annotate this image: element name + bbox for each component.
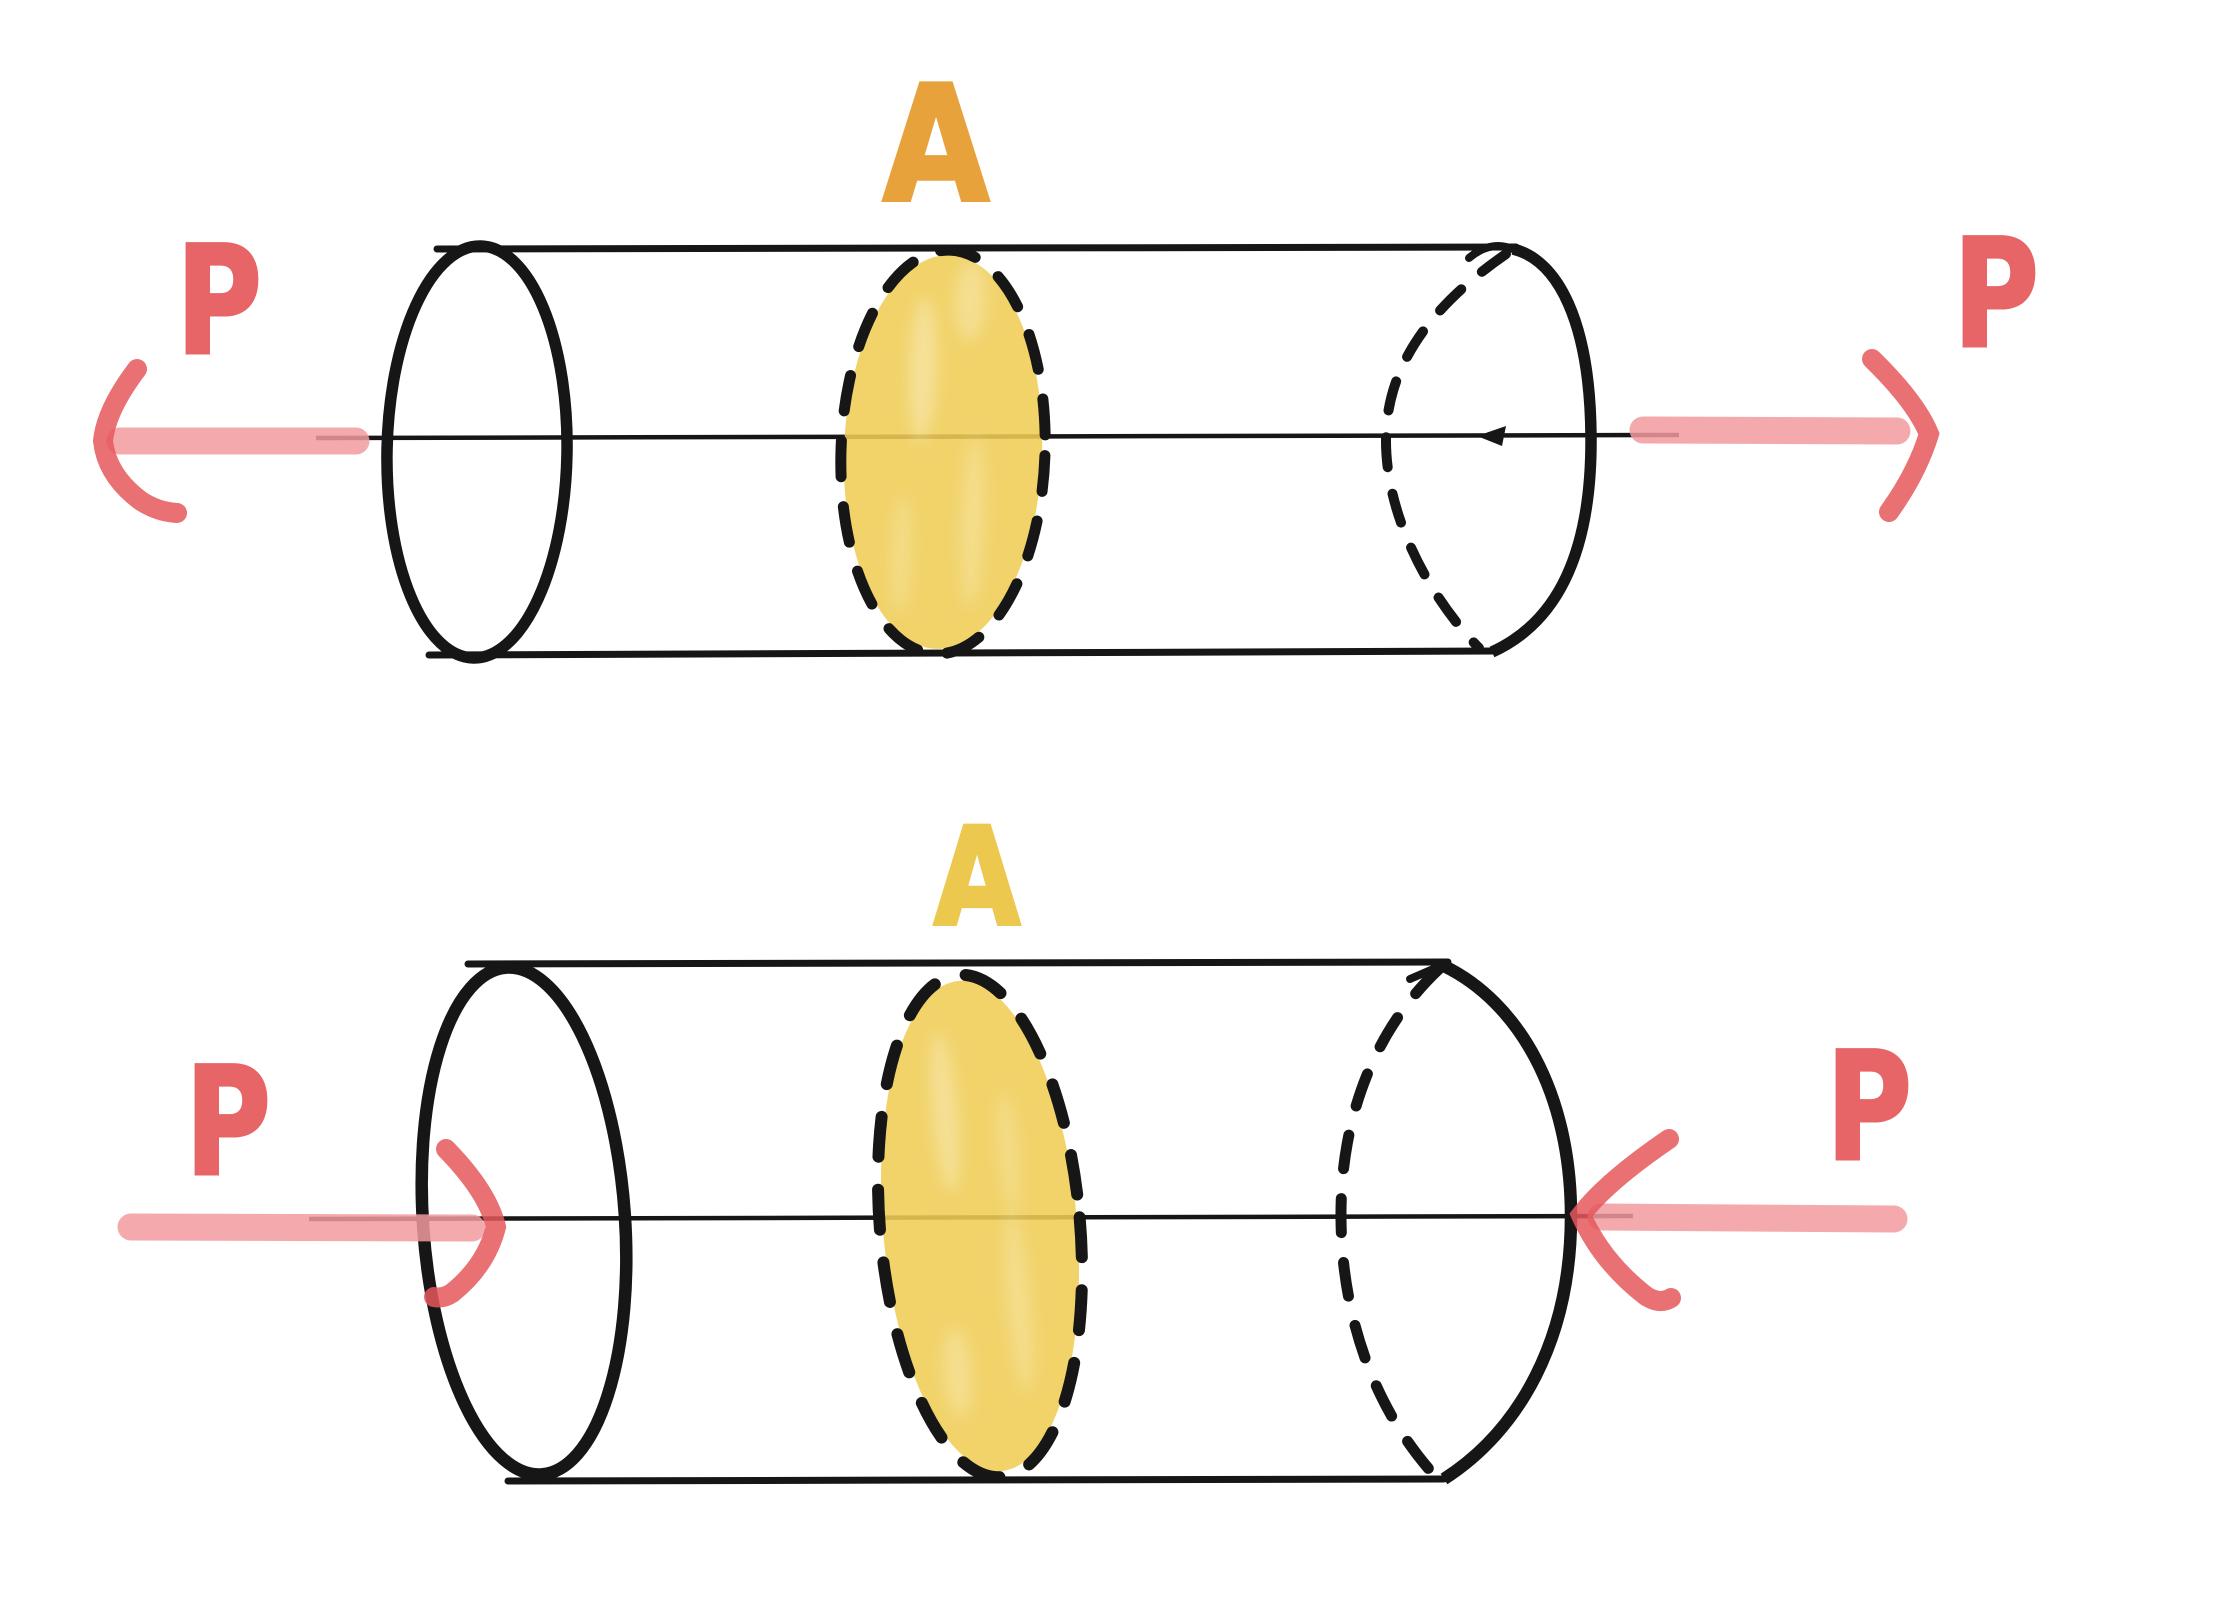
right-force-label: P [1826,1021,1912,1195]
cross-section-area [835,244,1051,660]
right-end-face [1440,960,1578,1485]
tension-figure: A P P [92,49,2041,664]
left-arrow-head [92,359,187,523]
left-force-arrow [117,1139,507,1308]
cylinder-top-edge [464,958,1452,968]
cross-section-area [871,968,1089,1484]
left-force-label: P [185,1036,271,1210]
axis-tick-arrow [1477,426,1506,446]
cylinder-bottom-edge [504,1475,1448,1485]
left-arrow-shaft [117,1213,486,1242]
right-end-hidden-edge [1335,963,1445,1483]
crayon-texture [891,260,987,612]
right-force-arrow [1629,349,1940,522]
left-arrow-head [424,1139,507,1308]
right-force-label: P [1953,208,2039,382]
area-label: A [883,51,989,238]
right-arrow-head [1862,349,1940,522]
right-end-hidden-edge [1380,249,1511,653]
area-label: A [934,799,1020,956]
compression-figure: A P P [117,797,1914,1485]
right-arrow-head [1569,1129,1681,1311]
left-force-label: P [176,215,262,389]
left-end-face [381,240,573,664]
right-end-hook [1465,242,1517,262]
right-end-face [1489,243,1597,658]
left-force-arrow [92,359,370,523]
right-arrow-shaft [1587,1203,1908,1233]
right-arrow-shaft [1629,416,1911,445]
cross-section-dashed-outline [871,968,1089,1484]
cross-section-dashed-outline [835,244,1051,660]
cylinder-top-edge [433,243,1520,253]
right-force-arrow [1569,1129,1908,1311]
crayon-texture [930,1032,1034,1418]
